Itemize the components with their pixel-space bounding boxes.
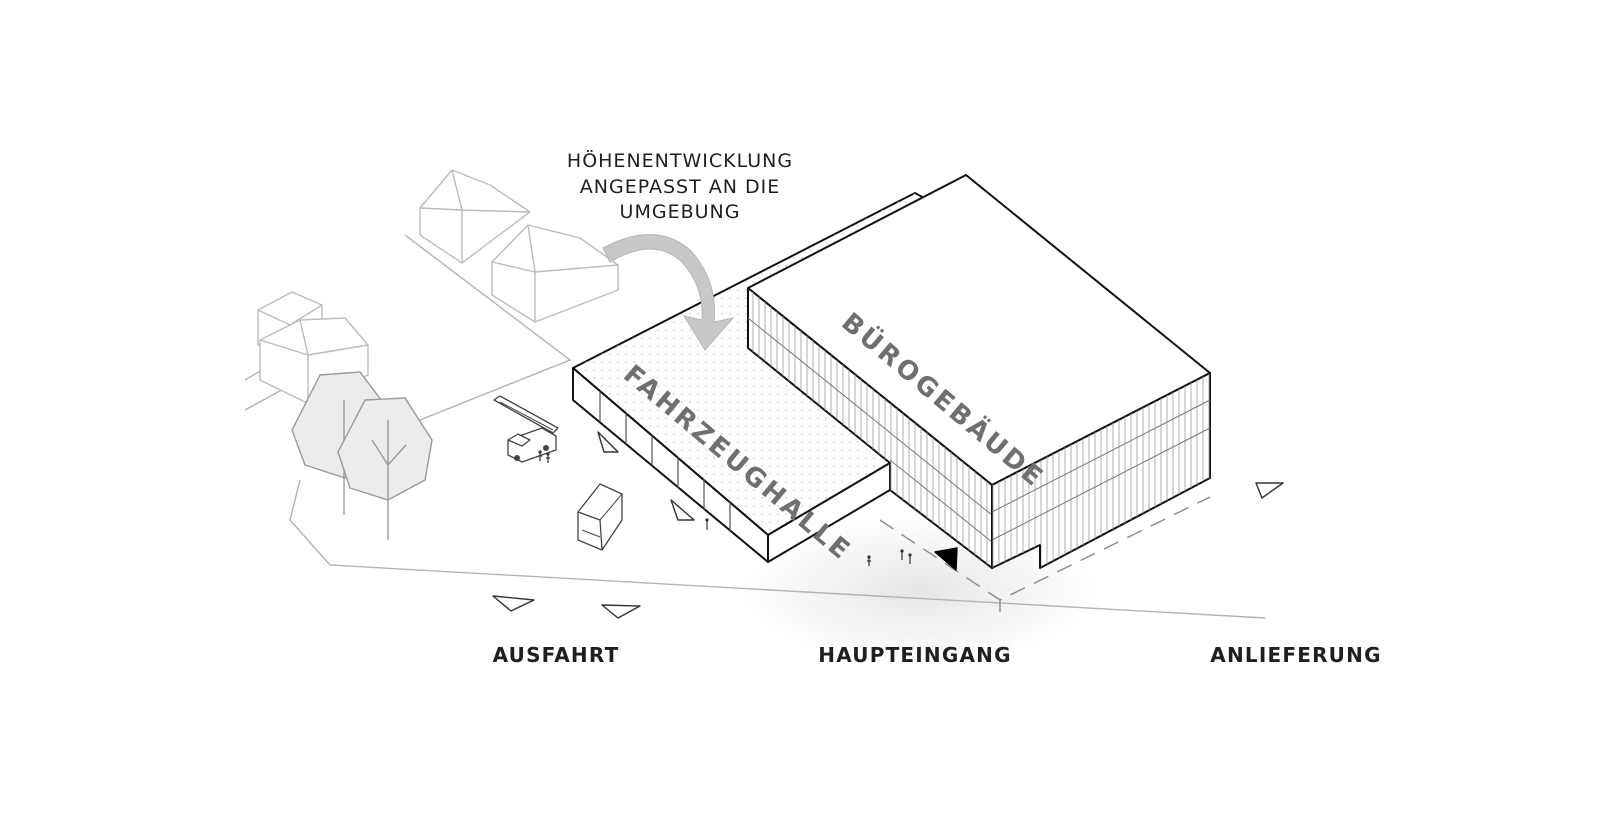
- annotation-line-3: UMGEBUNG: [620, 201, 741, 223]
- tree-2: [337, 397, 433, 540]
- main-entrance-label: HAUPTEINGANG: [818, 643, 1011, 667]
- annotation-line-1: HÖHENENTWICKLUNG: [567, 149, 793, 172]
- people: [538, 450, 912, 566]
- exit-label: AUSFAHRT: [493, 643, 620, 667]
- filled-triangle-marker-icon: [934, 547, 958, 571]
- triangle-marker-icon: [1255, 482, 1284, 499]
- triangle-marker-icon: [670, 499, 695, 521]
- triangle-marker-icon: [492, 595, 535, 612]
- curved-arrow-icon: [602, 234, 735, 351]
- fire-engine: [577, 483, 623, 551]
- neighbour-house-1: [419, 169, 531, 264]
- ladder-truck: [493, 395, 559, 463]
- office-building: [747, 174, 1211, 569]
- triangle-marker-icon: [601, 604, 641, 619]
- neighbour-house-2: [491, 224, 619, 323]
- delivery-label: ANLIEFERUNG: [1210, 643, 1381, 667]
- hall-doors: [599, 391, 731, 532]
- triangle-marker-icon: [597, 431, 619, 453]
- annotation-line-2: ANGEPASST AN DIE: [580, 176, 780, 198]
